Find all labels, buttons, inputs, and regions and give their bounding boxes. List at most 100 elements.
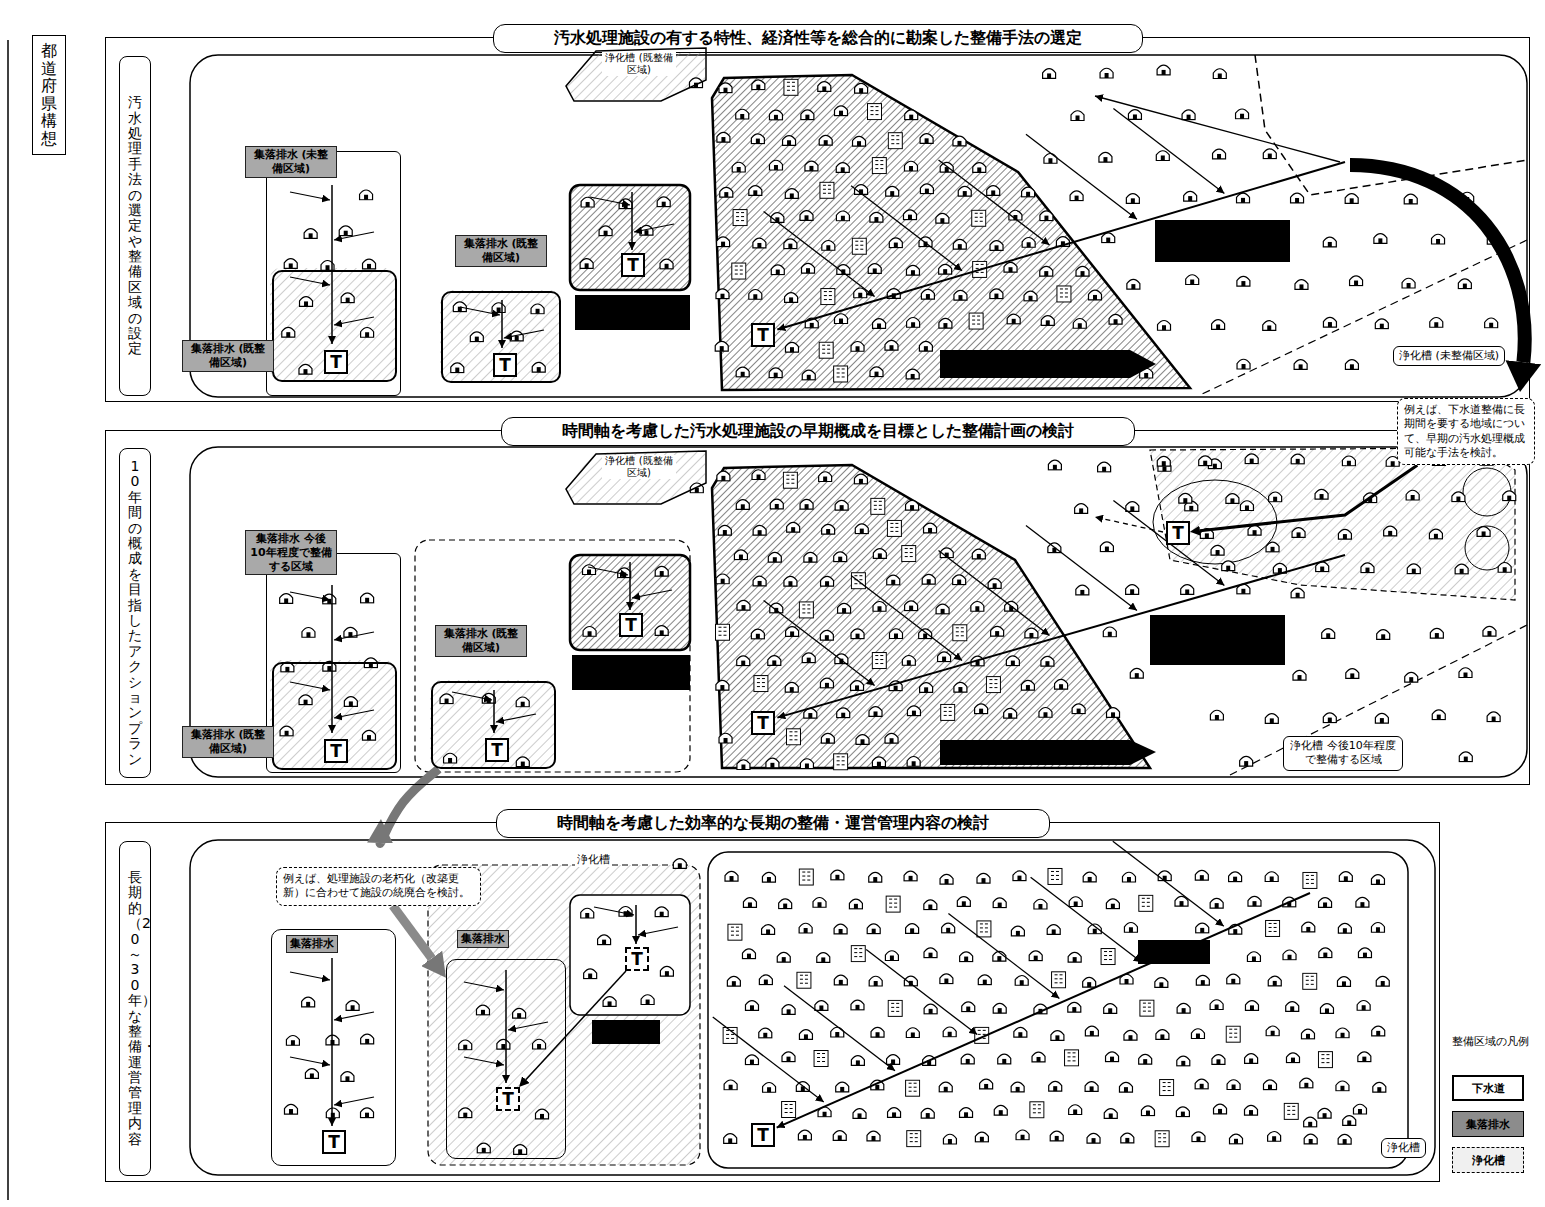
house-icon [885,733,898,743]
building-icon [834,366,848,382]
house-icon [1269,492,1282,502]
house-icon [907,757,920,767]
house-icon [855,524,868,534]
house-icon [953,239,966,249]
label-text: 浄化槽 [1387,1141,1420,1155]
building-icon [941,704,955,720]
house-icon [1323,237,1336,247]
house-icon [924,1004,937,1014]
house-icon [889,629,902,639]
house-icon [532,362,545,372]
septic-area: 浄化槽 (既整備区域) [566,451,706,506]
house-icon [1192,1132,1205,1142]
house-icon [284,1104,297,1114]
house-icon [736,109,749,119]
house-icon [451,363,464,373]
house-icon [815,1001,828,1011]
house-icon [936,604,949,614]
village-area: 集落排水 (既整備区域)T [272,270,397,382]
big-arrow [1350,165,1525,362]
house-icon [800,499,813,509]
house-icon [341,293,354,303]
house-icon [836,1082,849,1092]
pipe-line [1031,877,1142,962]
connector-arrow [393,906,432,959]
house-icon [813,897,826,907]
house-icon [977,873,990,883]
house-icon [660,966,673,976]
panel: 時間軸を考慮した効率的な長期の整備・運営管理内容の検討長期的（20～30年）な整… [105,822,1440,1182]
callout-note: 例えば、処理施設の老朽化（改築更新）に合わせて施設の統廃合を検討。 [276,867,481,906]
masked-label [1155,220,1290,262]
building-icon [888,1000,902,1016]
house-icon [1503,491,1516,501]
house-icon [800,759,813,769]
building-icon [1030,1102,1044,1118]
house-icon [734,550,747,560]
house-icon [1236,109,1249,119]
pipe-line [631,192,633,250]
sewer-area [712,75,1190,390]
plant-letter: T [330,741,342,761]
house-icon [785,293,798,303]
house-icon [1405,672,1418,682]
house-icon [770,603,783,613]
pipe-line [452,692,492,700]
house-icon [1104,1004,1117,1014]
house-icon [1294,360,1307,370]
house-icon [360,190,373,200]
house-icon [584,969,597,979]
house-icon [1459,668,1472,678]
legend-text: 浄化槽 [1472,1153,1505,1168]
house-icon [1184,191,1197,201]
building-icon [1140,1000,1154,1016]
house-icon [1268,1131,1281,1141]
house-icon [1102,233,1115,243]
village-hatch [440,290,560,382]
house-icon [724,1080,737,1090]
house-icon [660,259,673,269]
house-icon [1158,871,1171,881]
house-icon [1342,456,1355,466]
building-icon [732,263,746,279]
house-icon [1339,872,1352,882]
house-icon [1263,1080,1276,1090]
building-icon [819,342,833,358]
house-icon [835,106,848,116]
house-icon [771,213,784,223]
house-icon [737,656,750,666]
house-icon [1338,1134,1351,1144]
house-icon [769,160,782,170]
house-icon [1157,65,1170,75]
house-icon [513,1008,526,1018]
house-icon [867,924,880,934]
building-icon [786,729,800,745]
house-icon [1301,1029,1314,1039]
house-icon [954,290,967,300]
treatment-plant: T [621,253,645,277]
house-icon [1126,502,1139,512]
pipe-line [851,576,962,661]
pipe-line [866,950,977,1035]
house-icon [904,161,917,171]
label-text: 浄化槽 (未整備区域) [1399,349,1499,363]
house-icon [762,925,775,935]
house-icon [1357,1000,1370,1010]
house-icon [1083,872,1096,882]
house-icon [1128,110,1141,120]
house-icon [1407,564,1420,574]
house-icon [905,110,918,120]
building-icon [972,210,986,226]
pipe-line [1113,500,1224,585]
house-icon [1245,1105,1258,1115]
building-icon [799,602,813,618]
building-icon [872,158,886,174]
house-icon [1069,897,1082,907]
area-label: 浄化槽 [575,853,612,867]
house-icon [1155,978,1168,988]
house-icon [1047,925,1060,935]
house-icon [1177,1056,1190,1066]
house-icon [1126,194,1139,204]
treatment-plant: T [324,739,348,763]
house-icon [1073,318,1086,328]
